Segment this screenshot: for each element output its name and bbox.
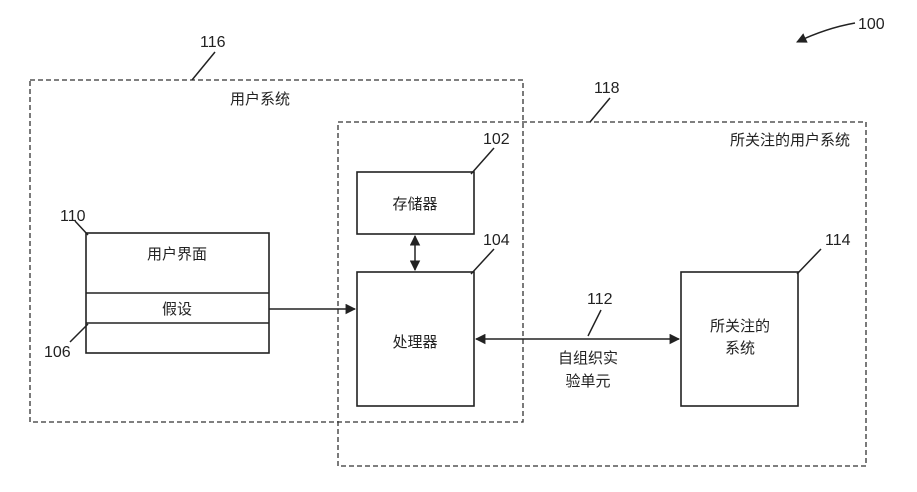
hypothesis-label: 假设 bbox=[162, 300, 192, 318]
ref-100: 100 bbox=[858, 16, 885, 33]
user-system-of-interest-label: 所关注的用户系统 bbox=[730, 131, 850, 149]
ref-100-leader bbox=[797, 23, 855, 42]
processor-label: 处理器 bbox=[392, 333, 437, 351]
unit-label-line1: 自组织实 bbox=[558, 349, 618, 367]
ref-112: 112 bbox=[587, 291, 613, 308]
user-system-label: 用户系统 bbox=[230, 90, 290, 108]
system-of-interest-label-line1: 所关注的 bbox=[710, 317, 770, 335]
ref-102: 102 bbox=[483, 131, 510, 148]
ref-114-leader bbox=[797, 249, 821, 274]
ref-116-leader bbox=[192, 52, 215, 80]
system-of-interest-label-line2: 系统 bbox=[725, 339, 755, 357]
ref-110: 110 bbox=[60, 208, 86, 225]
ref-102-leader bbox=[471, 148, 494, 174]
ref-104-leader bbox=[471, 249, 494, 274]
ref-118-leader bbox=[590, 98, 610, 122]
memory-label: 存储器 bbox=[392, 195, 437, 213]
ref-104: 104 bbox=[483, 232, 510, 249]
ref-106: 106 bbox=[44, 344, 71, 361]
ref-112-leader bbox=[588, 310, 601, 336]
ref-118: 118 bbox=[594, 80, 620, 97]
unit-label-line2: 验单元 bbox=[565, 372, 610, 390]
ref-114: 114 bbox=[825, 232, 851, 249]
ref-116: 116 bbox=[200, 34, 226, 51]
user-interface-label: 用户界面 bbox=[147, 245, 207, 263]
